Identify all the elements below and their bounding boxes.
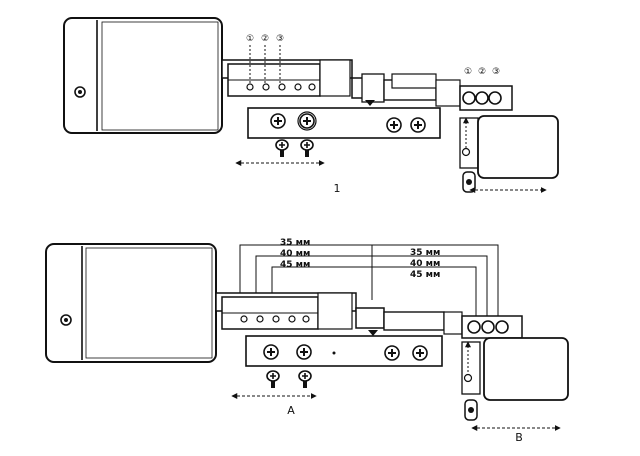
door-hole-marker-1: ① <box>464 67 472 77</box>
dim-right-40: 40 мм <box>410 259 440 269</box>
door-plate-1: ① ② ③ <box>459 67 559 193</box>
hinge-arm-2 <box>215 292 463 336</box>
screw-icon <box>384 345 400 361</box>
hole-marker-3: ③ <box>276 34 284 44</box>
cabinet-body-1 <box>63 17 223 134</box>
screw-icon <box>412 345 428 361</box>
door-plate-2 <box>461 315 569 431</box>
loose-screw-icon <box>275 139 289 158</box>
dimension-lines: 35 мм 40 мм 45 мм 35 мм 40 мм 45 мм <box>239 238 499 318</box>
dim-right-35: 35 мм <box>410 248 440 258</box>
hole-markers-left-1: ① ② ③ <box>246 34 284 84</box>
label-a: A <box>287 404 295 417</box>
loose-screw-icon <box>300 139 314 158</box>
screw-icon <box>270 113 286 129</box>
hole-marker-1: ① <box>246 34 254 44</box>
figure-2: 35 мм 40 мм 45 мм 35 мм 40 мм 45 мм <box>45 238 569 444</box>
screw-icon <box>296 344 312 360</box>
door-hole-marker-3: ③ <box>492 67 500 77</box>
dim-right-45: 45 мм <box>410 270 440 280</box>
screw-icon <box>386 117 402 133</box>
dim-left-35: 35 мм <box>280 238 310 248</box>
dim-left-40: 40 мм <box>280 249 310 259</box>
door-hole-marker-2: ② <box>478 67 486 77</box>
dim-left-45: 45 мм <box>280 260 310 270</box>
hinge-arm-1 <box>221 59 461 107</box>
hole-marker-2: ② <box>261 34 269 44</box>
cabinet-body-2 <box>45 243 217 363</box>
figure-1: ① ② ③ ① ② ③ 1 <box>63 17 559 195</box>
loose-screw-icon <box>298 370 312 389</box>
mounting-plate-2 <box>245 335 443 367</box>
screw-icon <box>410 117 426 133</box>
loose-screw-icon <box>266 370 280 389</box>
screw-icon <box>263 344 279 360</box>
screw-icon <box>299 113 315 129</box>
label-b: B <box>515 431 523 444</box>
figure-1-caption: 1 <box>334 182 341 195</box>
mounting-plate-1 <box>247 107 441 139</box>
